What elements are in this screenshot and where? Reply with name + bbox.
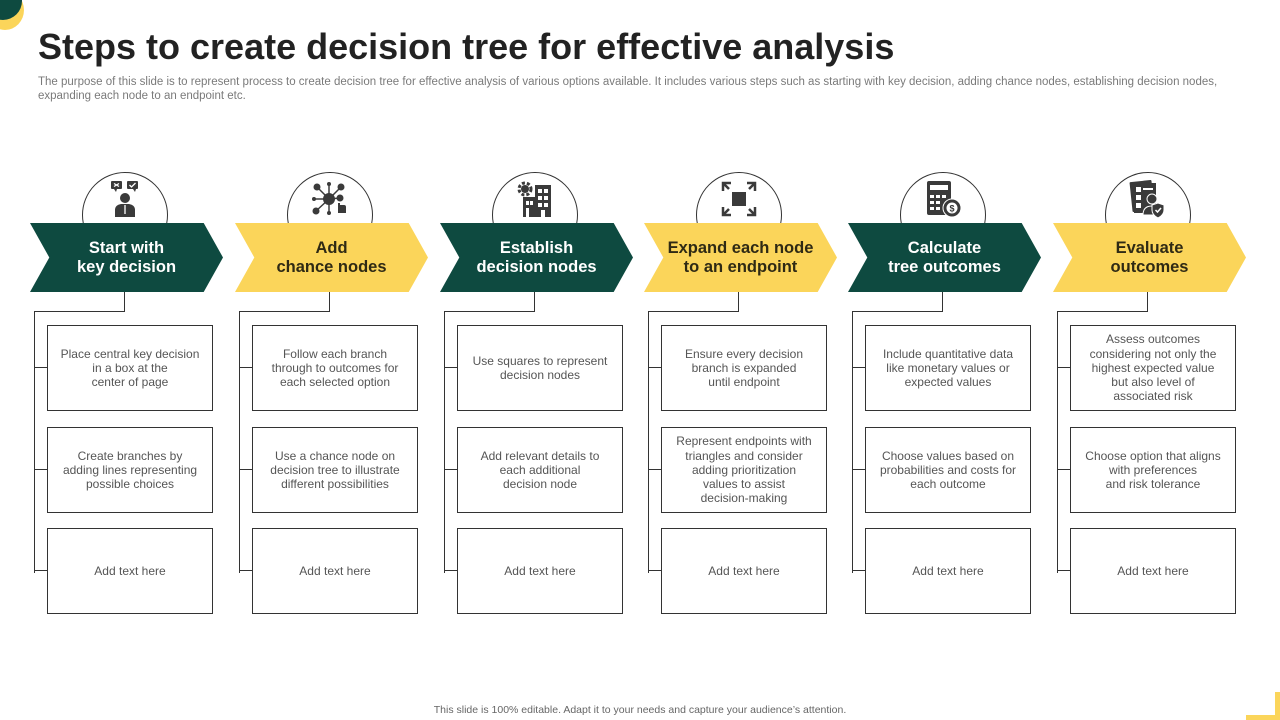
step-detail-box: Follow each branch through to outcomes f… <box>252 325 418 411</box>
step-detail-box: Choose option that aligns with preferenc… <box>1070 427 1236 513</box>
step-title: Add chance nodes <box>276 238 387 276</box>
step-title: Establish decision nodes <box>476 238 597 276</box>
connector-line <box>648 311 649 573</box>
network-nodes-icon <box>310 179 350 219</box>
step-chevron: Add chance nodes <box>235 223 428 292</box>
step-detail-box: Use squares to represent decision nodes <box>457 325 623 411</box>
connector-line <box>444 311 535 312</box>
connector-line <box>1057 311 1058 573</box>
connector-line <box>852 311 853 573</box>
connector-line <box>852 367 865 368</box>
connector-line <box>648 367 661 368</box>
step-chevron: Evaluate outcomes <box>1053 223 1246 292</box>
step-detail-box: Add relevant details to each additional … <box>457 427 623 513</box>
connector-line <box>239 311 240 573</box>
connector-line <box>648 570 661 571</box>
decision-person-icon <box>105 179 145 219</box>
connector-line <box>1057 570 1070 571</box>
connector-line <box>1057 469 1070 470</box>
step-detail-box: Use a chance node on decision tree to il… <box>252 427 418 513</box>
step-chevron: Calculate tree outcomes <box>848 223 1041 292</box>
checklist-shield-icon <box>1128 179 1168 219</box>
slide-subtitle: The purpose of this slide is to represen… <box>38 76 1218 102</box>
step-title: Start with key decision <box>76 238 177 276</box>
step-title: Calculate tree outcomes <box>888 238 1001 276</box>
svg-text:$: $ <box>949 204 954 214</box>
building-gear-icon <box>515 179 555 219</box>
connector-line <box>534 292 535 312</box>
step-detail-box: Ensure every decision branch is expanded… <box>661 325 827 411</box>
connector-line <box>34 311 125 312</box>
connector-line <box>1057 367 1070 368</box>
connector-line <box>444 311 445 573</box>
connector-line <box>239 570 252 571</box>
step-chevron: Start with key decision <box>30 223 223 292</box>
step-detail-box: Assess outcomes considering not only the… <box>1070 325 1236 411</box>
step-chevron: Expand each node to an endpoint <box>644 223 837 292</box>
connector-line <box>1057 311 1148 312</box>
corner-decoration-bracket <box>1246 692 1280 720</box>
connector-line <box>738 292 739 312</box>
connector-line <box>648 311 739 312</box>
calculator-dollar-icon: $ <box>923 179 963 219</box>
step-detail-box: Create branches by adding lines represen… <box>47 427 213 513</box>
step-detail-box: Include quantitative data like monetary … <box>865 325 1031 411</box>
connector-line <box>34 570 47 571</box>
connector-line <box>329 292 330 312</box>
step-title: Expand each node to an endpoint <box>667 238 814 276</box>
connector-line <box>444 570 457 571</box>
expand-arrows-icon <box>719 179 759 219</box>
connector-line <box>34 469 47 470</box>
connector-line <box>942 292 943 312</box>
connector-line <box>648 469 661 470</box>
connector-line <box>852 570 865 571</box>
placeholder-text-box: Add text here <box>661 528 827 614</box>
step-detail-box: Choose values based on probabilities and… <box>865 427 1031 513</box>
connector-line <box>34 367 47 368</box>
connector-line <box>444 367 457 368</box>
connector-line <box>34 311 35 573</box>
step-title: Evaluate outcomes <box>1110 238 1189 276</box>
connector-line <box>1147 292 1148 312</box>
step-detail-box: Place central key decision in a box at t… <box>47 325 213 411</box>
step-detail-box: Represent endpoints with triangles and c… <box>661 427 827 513</box>
connector-line <box>124 292 125 312</box>
placeholder-text-box: Add text here <box>47 528 213 614</box>
connector-line <box>444 469 457 470</box>
slide-title: Steps to create decision tree for effect… <box>38 26 895 67</box>
connector-line <box>239 469 252 470</box>
slide-footer: This slide is 100% editable. Adapt it to… <box>433 704 847 716</box>
connector-line <box>239 367 252 368</box>
connector-line <box>239 311 330 312</box>
connector-line <box>852 311 943 312</box>
step-chevron: Establish decision nodes <box>440 223 633 292</box>
placeholder-text-box: Add text here <box>457 528 623 614</box>
placeholder-text-box: Add text here <box>1070 528 1236 614</box>
placeholder-text-box: Add text here <box>865 528 1031 614</box>
connector-line <box>852 469 865 470</box>
placeholder-text-box: Add text here <box>252 528 418 614</box>
